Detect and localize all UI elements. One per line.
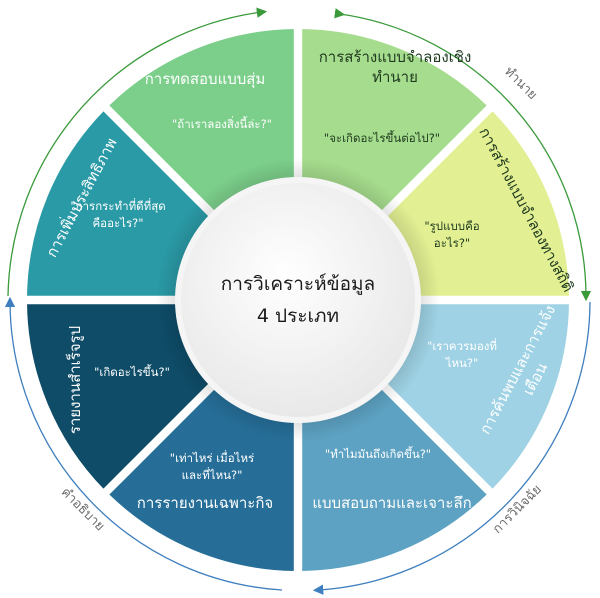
segment-question-line: "ทำไมมันถึงเกิดขึ้น?"	[325, 446, 431, 461]
segment-title: แบบสอบถามและเจาะลึก	[312, 494, 471, 512]
segment-question-line: คืออะไร?"	[92, 216, 143, 230]
segment-question-line: "จะเกิดอะไรขึ้นต่อไป?"	[324, 130, 440, 145]
segment-question: "จะเกิดอะไรขึ้นต่อไป?"	[324, 130, 440, 145]
segment-question-line: "เกิดอะไรขึ้น?"	[94, 364, 170, 379]
segment-question: "เกิดอะไรขึ้น?"	[94, 364, 170, 379]
center-hub: การวิเคราะห์ข้อมูล 4 ประเภท	[156, 158, 440, 442]
segment-question: "รูปแบบคืออะไร?"	[424, 219, 479, 250]
segment-title: รายงานสำเร็จรูป	[65, 326, 84, 434]
segment-title-line: การรายงานเฉพาะกิจ	[137, 494, 273, 512]
segment-question-line: "การกระทำที่ดีที่สุด	[70, 198, 165, 213]
segment-question-line: อะไร?"	[434, 236, 470, 250]
segment-question: "ทำไมมันถึงเกิดขึ้น?"	[325, 446, 431, 461]
segment-question-line: "รูปแบบคือ	[424, 219, 479, 233]
segment-title-line: ทำนาย	[372, 68, 418, 86]
segment-question: "การกระทำที่ดีที่สุดคืออะไร?"	[70, 198, 165, 230]
segment-title-line: แบบสอบถามและเจาะลึก	[312, 494, 471, 512]
descriptive-arc-bottom	[4, 296, 283, 591]
segment-title: การสร้างแบบจำลองเชิงทำนาย	[319, 48, 472, 86]
segment-question: "เท่าไหร่ เมื่อไหร่และที่ไหน?"	[170, 450, 254, 482]
center-subtitle: 4 ประเภท	[257, 305, 339, 327]
label-predictive: ทำนาย	[501, 64, 540, 103]
segment-question-line: ไหน?"	[445, 356, 479, 370]
segment-question: "ถ้าเราลองสิ่งนี้ล่ะ?"	[172, 116, 272, 131]
segment-title-line: การทดสอบแบบสุ่ม	[145, 70, 266, 89]
segment-question-line: "เราควรมองที่	[427, 338, 497, 353]
predictive-arc	[334, 8, 592, 302]
segment-title: การรายงานเฉพาะกิจ	[137, 494, 273, 512]
segment-question-line: และที่ไหน?"	[182, 467, 243, 482]
outer-arrow-ring	[4, 7, 592, 595]
segment-title: การทดสอบแบบสุ่ม	[145, 70, 266, 89]
segment-question-line: "เท่าไหร่ เมื่อไหร่	[170, 450, 254, 465]
diagnostic-arc	[312, 301, 591, 595]
descriptive-arc-left	[7, 7, 268, 297]
segment-title-line: การสร้างแบบจำลองเชิง	[319, 48, 472, 66]
label-diagnostic: การวินิจฉัย	[490, 482, 545, 537]
segment-question: "เราควรมองที่ไหน?"	[427, 338, 497, 370]
center-title: การวิเคราะห์ข้อมูล	[221, 273, 375, 295]
segment-question-line: "ถ้าเราลองสิ่งนี้ล่ะ?"	[172, 116, 272, 131]
segment-title-line: รายงานสำเร็จรูป	[65, 326, 84, 434]
